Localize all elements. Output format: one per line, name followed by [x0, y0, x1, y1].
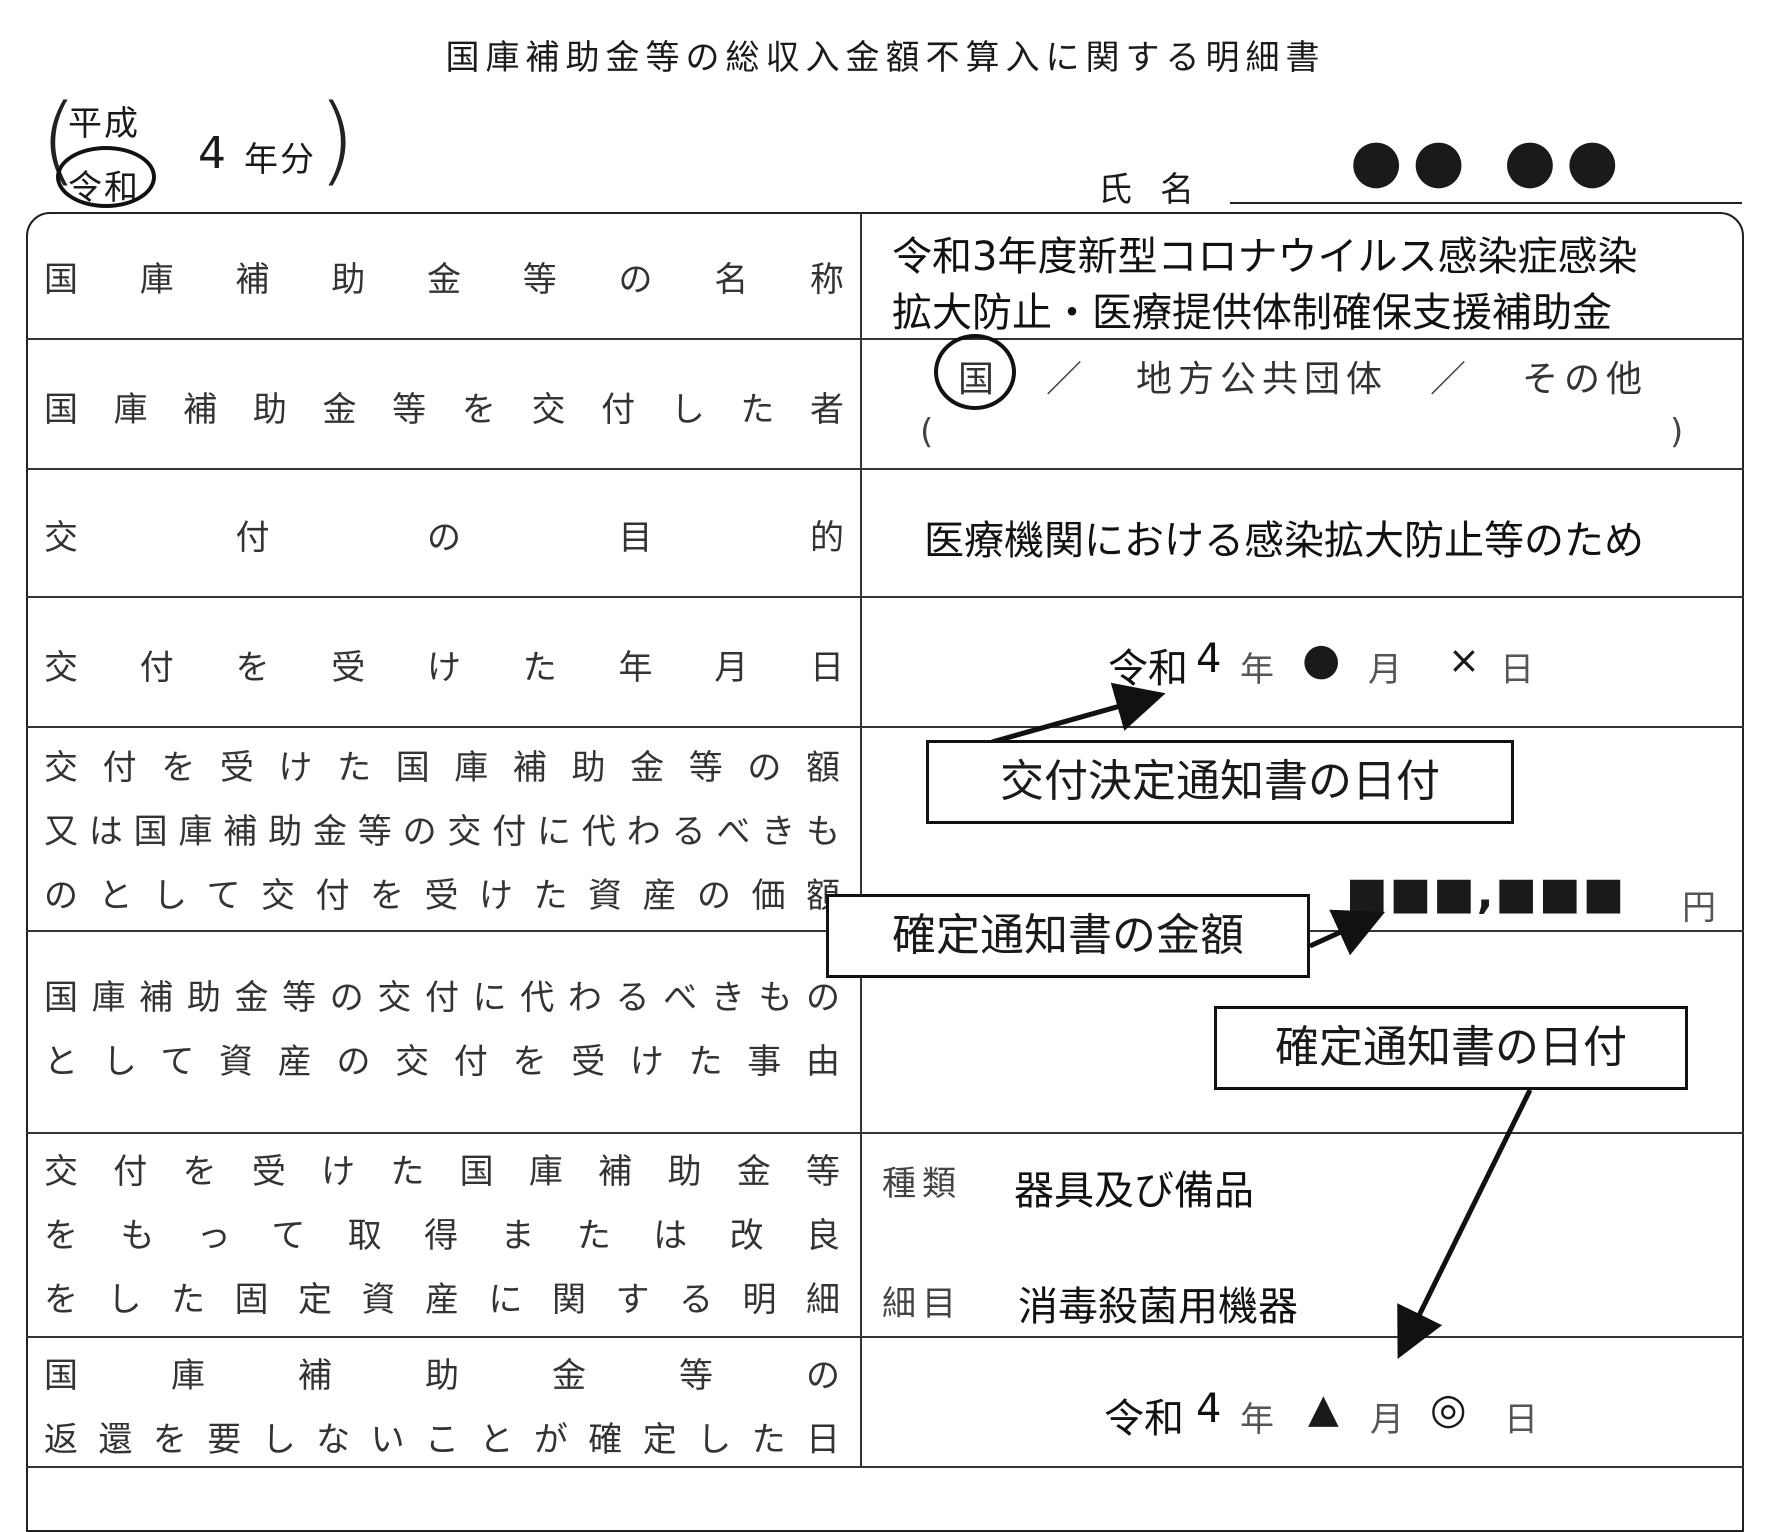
grant-date-year-unit: 年 [1240, 650, 1274, 690]
year-number: 4 [198, 128, 226, 179]
document-title: 国庫補助金等の総収入金額不算入に関する明細書 [445, 38, 1326, 78]
subsidy-name-label: 国庫補助金等の名称 [44, 260, 844, 300]
confirm-date-era: 令和 [1104, 1396, 1184, 1442]
confirm-date-day-unit: 日 [1504, 1400, 1538, 1440]
fixed-asset-detail-label: 細目 [882, 1284, 962, 1324]
callout-notice-date: 交付決定通知書の日付 [926, 740, 1514, 824]
callout-confirmed-amount: 確定通知書の金額 [826, 894, 1310, 978]
era-selected-circle [56, 146, 156, 208]
subsidy-name-value-line2: 拡大防止・医療提供体制確保支援補助金 [892, 290, 1612, 336]
grantor-option-other: その他 [1522, 359, 1649, 400]
arrow-to-grant-amount [1308, 909, 1386, 956]
grant-date-month: ● [1302, 634, 1341, 685]
year-suffix: 年分 [244, 140, 316, 180]
grantor-option-local: 地方公共団体 [1136, 359, 1389, 400]
confirm-date-month-unit: 月 [1370, 1400, 1404, 1440]
asset-reason-label-line1: 国庫補助金等の交付に代わるべきもの [44, 978, 840, 1018]
fixed-asset-kind-label: 種類 [882, 1164, 962, 1204]
name-label: 氏名 [1098, 170, 1222, 210]
arrow-to-grant-date [991, 682, 1166, 745]
grantor-label: 国庫補助金等を交付した者 [44, 390, 844, 430]
confirm-date-label-line1: 国庫補助金等の [44, 1356, 840, 1396]
asset-reason-label-line2: として資産の交付を受けた事由 [44, 1042, 840, 1082]
confirm-date-label-line2: 返還を要しないことが確定した日 [44, 1420, 840, 1460]
grant-amount-value: ■■■,■■■ [1346, 868, 1627, 919]
grantor-paren-open: ( [920, 412, 934, 452]
grantor-separator: ／ [1046, 359, 1083, 400]
row-divider [26, 338, 1744, 340]
confirm-date-day: ◎ [1430, 1384, 1467, 1433]
row-divider [26, 468, 1744, 470]
row-divider [26, 1466, 1744, 1468]
fixed-asset-label-line3: をした固定資産に関する明細 [44, 1280, 840, 1320]
grant-date-day: × [1448, 638, 1480, 682]
grantor-selected-circle [934, 334, 1016, 410]
row-divider [26, 726, 1744, 728]
grant-date-day-unit: 日 [1500, 650, 1534, 690]
name-value: ●● ●● [1350, 126, 1629, 196]
grantor-paren-close: ) [1670, 412, 1684, 452]
fixed-asset-label-line2: をもって取得または改良 [44, 1216, 840, 1256]
row-divider [26, 596, 1744, 598]
era-paren-close: ) [318, 84, 356, 196]
fixed-asset-detail-value: 消毒殺菌用機器 [1018, 1284, 1298, 1330]
grant-amount-label-line1: 交付を受けた国庫補助金等の額 [44, 748, 840, 788]
grant-date-year: 4 [1196, 636, 1222, 682]
subsidy-name-value-line1: 令和3年度新型コロナウイルス感染症感染 [892, 234, 1638, 280]
grant-date-month-unit: 月 [1368, 650, 1402, 690]
grant-date-label: 交付を受けた年月日 [44, 648, 844, 688]
arrow-to-confirm-date [1397, 1088, 1533, 1359]
row-divider [26, 1132, 1744, 1134]
purpose-value: 医療機関における感染拡大防止等のため [924, 518, 1644, 564]
callout-confirmed-date: 確定通知書の日付 [1214, 1006, 1688, 1090]
confirm-date-month: ▲ [1308, 1386, 1339, 1432]
purpose-label: 交付の目的 [44, 518, 844, 558]
grantor-separator: ／ [1430, 359, 1467, 400]
era-option-heisei: 平成 [68, 104, 140, 144]
name-underline [1230, 202, 1742, 204]
fixed-asset-kind-value: 器具及び備品 [1014, 1168, 1254, 1214]
annotation-arrows [991, 682, 1533, 1359]
row-divider [26, 1336, 1744, 1338]
grant-amount-unit: 円 [1682, 888, 1716, 928]
confirm-date-year-unit: 年 [1240, 1400, 1274, 1440]
confirm-date-year: 4 [1196, 1386, 1222, 1432]
grant-amount-label-line2: 又は国庫補助金等の交付に代わるべきも [44, 812, 840, 852]
fixed-asset-label-line1: 交付を受けた国庫補助金等 [44, 1152, 840, 1192]
column-divider [860, 212, 862, 1466]
grant-amount-label-line3: のとして交付を受けた資産の価額 [44, 876, 840, 916]
